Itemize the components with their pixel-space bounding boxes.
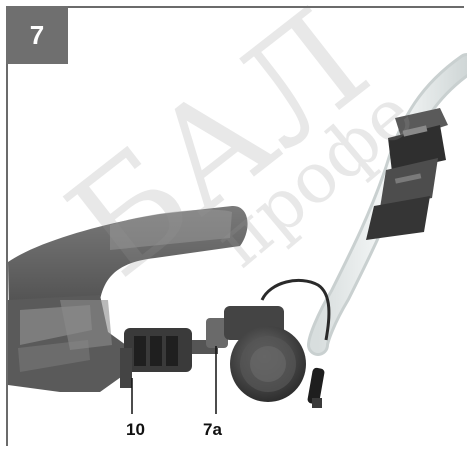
callout-10: 10 [126, 420, 145, 439]
adapter-7a [206, 278, 331, 408]
frame-top [6, 6, 464, 8]
frame-left [6, 6, 8, 446]
hose-coupling [366, 108, 448, 240]
figure-number-badge: 7 [6, 6, 68, 64]
callout-7a: 7a [203, 420, 222, 439]
connector-10 [120, 328, 218, 388]
figure-number: 7 [29, 19, 45, 50]
tool-body [8, 205, 248, 392]
